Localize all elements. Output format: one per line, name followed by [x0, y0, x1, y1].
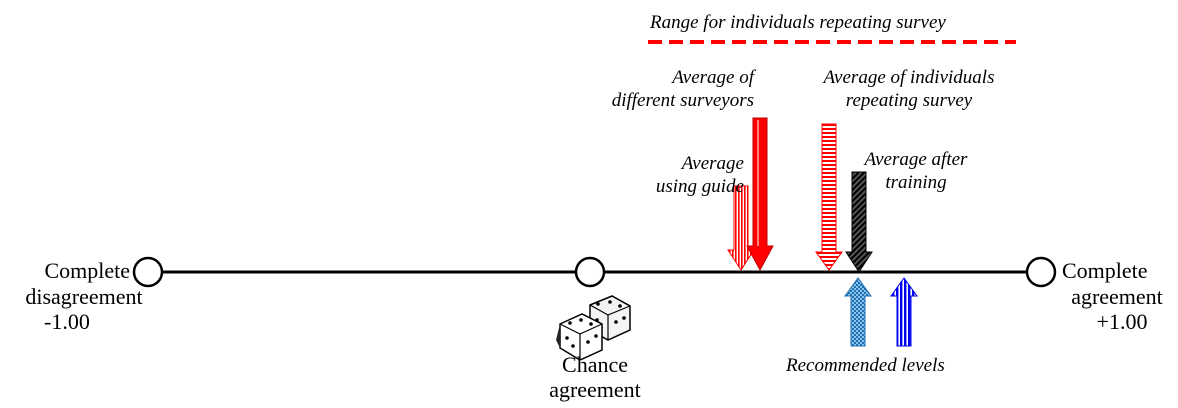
- average-different-surveyors-line2: different surveyors: [611, 90, 754, 111]
- average-different-surveyors-label: Average of different surveyors: [560, 66, 754, 112]
- right-end-line2: agreement: [1071, 284, 1163, 309]
- arrow-average-different-surveyors: [746, 117, 774, 272]
- left-end-label-2: disagreement -1.00: [4, 284, 164, 334]
- chance-circle: [574, 256, 606, 288]
- arrow-average-using-guide: [727, 185, 755, 271]
- average-after-training-line1: Average after: [864, 149, 968, 170]
- left-end-circle: [132, 256, 164, 288]
- left-end-line1: Complete: [44, 258, 130, 283]
- right-end-circle: [1025, 256, 1057, 288]
- average-individuals-line1: Average of individuals: [823, 67, 995, 88]
- average-using-guide-line1: Average: [681, 153, 744, 174]
- right-end-label: Complete: [1062, 258, 1148, 283]
- arrow-average-individuals: [815, 123, 843, 271]
- average-after-training-label: Average after training: [846, 148, 986, 194]
- left-end-label: Complete: [4, 258, 130, 283]
- chance-line2: agreement: [549, 377, 641, 402]
- average-using-guide-label: Average using guide: [620, 152, 744, 198]
- average-different-surveyors-line1: Average of: [672, 67, 754, 88]
- right-end-label-2: agreement +1.00: [1060, 284, 1174, 334]
- range-legend-label: Range for individuals repeating survey: [650, 12, 946, 33]
- right-end-line1: Complete: [1062, 258, 1148, 283]
- average-after-training-line2: training: [885, 172, 947, 193]
- recommended-levels-label: Recommended levels: [786, 355, 945, 376]
- average-using-guide-line2: using guide: [655, 176, 744, 197]
- chance-line1: Chance: [562, 352, 628, 377]
- chance-agreement-label: Chance agreement: [520, 352, 670, 402]
- average-individuals-label: Average of individuals repeating survey: [774, 66, 1044, 112]
- left-end-line2: disagreement: [25, 284, 143, 309]
- average-individuals-line2: repeating survey: [845, 90, 973, 111]
- right-end-value: +1.00: [1096, 309, 1148, 334]
- arrow-recommended-level-2: [890, 277, 918, 347]
- left-end-value: -1.00: [44, 309, 90, 334]
- arrow-average-after-training: [845, 171, 873, 273]
- dice-icon: [556, 295, 631, 361]
- arrow-recommended-level-1: [844, 277, 872, 347]
